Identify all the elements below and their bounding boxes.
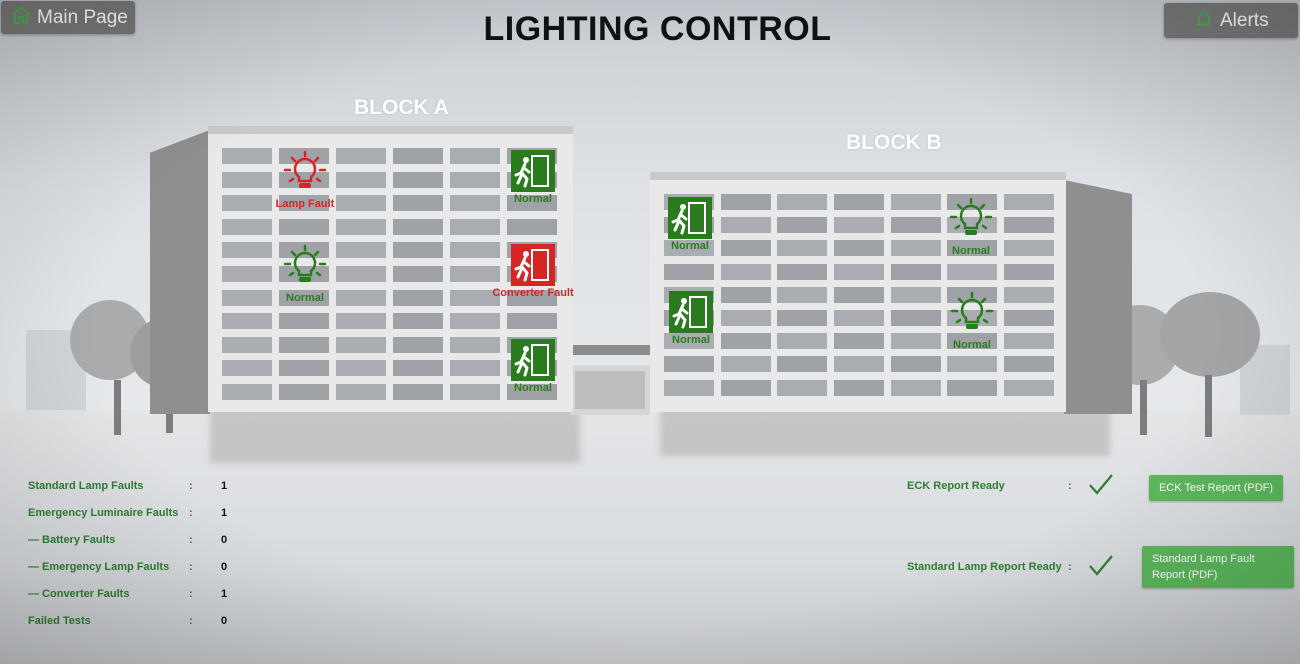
home-icon <box>11 5 31 31</box>
stat-value: 1 <box>221 507 228 519</box>
block-b-lamp-marker-2[interactable]: Normal <box>912 291 1032 351</box>
page-title: LIGHTING CONTROL <box>483 10 832 48</box>
stat-label: Emergency Luminaire Faults <box>28 507 179 519</box>
block-b-building <box>650 180 1066 412</box>
building-shadow <box>660 408 1110 456</box>
marker-status-label: Normal <box>953 339 991 351</box>
stat-value: 0 <box>221 561 228 573</box>
stat-separator: : <box>189 588 193 600</box>
ground-background <box>0 410 1300 664</box>
tree-trunk <box>1205 375 1212 437</box>
block-a-side-wall <box>150 130 210 414</box>
checkmark-icon <box>1087 472 1115 503</box>
skybridge <box>558 345 664 355</box>
stat-value: 0 <box>221 615 228 627</box>
standard-lamp-fault-report-button[interactable]: Standard Lamp Fault Report (PDF) <box>1142 546 1294 588</box>
stat-separator: : <box>189 480 193 492</box>
checkmark-icon <box>1087 553 1115 584</box>
emergency-exit-icon <box>669 291 713 333</box>
standard-lamp-report-status: Standard Lamp Report Ready <box>907 561 1062 573</box>
block-b-exit-marker-2[interactable]: Normal <box>631 291 751 346</box>
marker-status-label: Normal <box>286 292 324 304</box>
marker-status-label: Normal <box>514 193 552 205</box>
lightbulb-icon <box>911 197 1031 244</box>
alerts-label: Alerts <box>1220 9 1269 31</box>
block-b-windows <box>664 194 1055 396</box>
block-a-lamp-marker-1[interactable]: Lamp Fault <box>245 150 365 210</box>
marker-status-label: Normal <box>514 382 552 394</box>
eck-test-report-button[interactable]: ECK Test Report (PDF) <box>1149 475 1283 501</box>
stat-separator: : <box>189 615 193 627</box>
emergency-exit-icon <box>511 150 555 192</box>
tree-trunk <box>114 380 121 435</box>
block-b-side-wall <box>1064 180 1132 414</box>
stat-label: — Emergency Lamp Faults <box>28 561 170 573</box>
emergency-exit-icon <box>668 197 712 239</box>
eck-report-status: ECK Report Ready <box>907 480 1005 492</box>
stat-separator: : <box>189 507 193 519</box>
lightbulb-icon <box>912 291 1032 338</box>
block-a-roof <box>208 126 573 134</box>
block-b-exit-marker-1[interactable]: Normal <box>630 197 750 252</box>
marker-status-label: Normal <box>672 334 710 346</box>
main-page-label: Main Page <box>37 6 128 28</box>
stat-label: — Converter Faults <box>28 588 130 600</box>
block-b-lamp-marker-1[interactable]: Normal <box>911 197 1031 257</box>
stat-label: Failed Tests <box>28 615 91 627</box>
emergency-exit-icon <box>511 339 555 381</box>
stat-value: 1 <box>221 480 228 492</box>
alarm-icon <box>1194 9 1214 33</box>
entrance-building <box>570 365 650 415</box>
block-a-lamp-marker-2[interactable]: Normal <box>245 244 365 304</box>
stat-value: 0 <box>221 534 228 546</box>
stat-label: Standard Lamp Faults <box>28 480 144 492</box>
report-separator: : <box>1068 561 1072 573</box>
block-a-exit-marker-1[interactable]: Normal <box>473 150 593 205</box>
block-a-label: BLOCK A <box>354 96 449 119</box>
main-page-button[interactable]: Main Page <box>1 1 135 34</box>
marker-status-label: Normal <box>671 240 709 252</box>
block-b-label: BLOCK B <box>846 131 942 154</box>
tree-trunk <box>1140 380 1147 435</box>
marker-status-label: Converter Fault <box>492 287 574 299</box>
marker-status-label: Lamp Fault <box>275 198 335 210</box>
tree <box>1160 292 1260 377</box>
report-separator: : <box>1068 480 1072 492</box>
alerts-button[interactable]: Alerts <box>1164 3 1298 38</box>
lightbulb-icon <box>245 150 365 197</box>
stat-label: — Battery Faults <box>28 534 116 546</box>
stat-separator: : <box>189 561 193 573</box>
stat-separator: : <box>189 534 193 546</box>
stat-value: 1 <box>221 588 228 600</box>
block-a-exit-marker-2[interactable]: Converter Fault <box>473 244 593 299</box>
building-shadow <box>210 408 580 463</box>
block-b-roof <box>650 172 1066 180</box>
block-a-exit-marker-3[interactable]: Normal <box>473 339 593 394</box>
emergency-exit-icon <box>511 244 555 286</box>
lightbulb-icon <box>245 244 365 291</box>
marker-status-label: Normal <box>952 245 990 257</box>
